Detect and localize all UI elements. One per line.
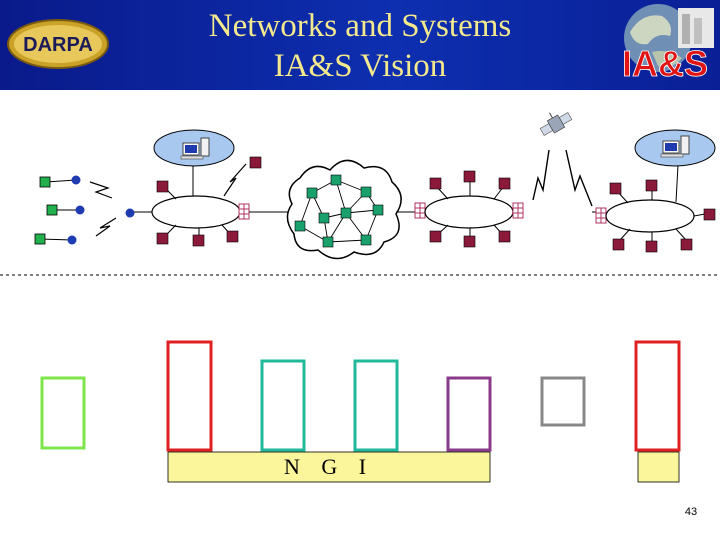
workstation-icon — [180, 137, 210, 160]
capability-boxes — [40, 340, 681, 452]
box-red-right — [634, 340, 681, 452]
darpa-logo: DARPA — [7, 19, 109, 69]
title-line-2: IA&S Vision — [273, 48, 447, 84]
box-purple — [446, 376, 492, 452]
router-node — [463, 170, 476, 183]
network-diagram — [0, 112, 720, 483]
wireless-dot — [67, 235, 77, 245]
mesh-network — [286, 159, 402, 260]
mesh-node — [372, 204, 384, 216]
router-node — [463, 235, 476, 248]
router-node — [156, 180, 169, 193]
title-line-1: Networks and Systems — [208, 8, 512, 44]
lan-left — [151, 129, 290, 247]
router-node — [156, 232, 169, 245]
mesh-node — [294, 220, 306, 232]
satellite-icon — [539, 112, 573, 136]
router-node — [226, 230, 239, 243]
page-number: 43 — [684, 506, 698, 518]
workstation-icon — [660, 135, 690, 158]
mesh-node — [360, 186, 372, 198]
box-red-left — [166, 340, 213, 452]
wireless-dot — [75, 205, 85, 215]
box-teal-2 — [353, 359, 399, 452]
box-gray — [540, 376, 586, 427]
router-node — [645, 240, 658, 253]
router-node — [498, 177, 511, 190]
header-bar: DARPA Networks and Systems IA&S Vision I… — [0, 0, 720, 90]
mesh-node — [318, 212, 330, 224]
page-title: Networks and Systems IA&S Vision — [160, 6, 560, 86]
router-node — [498, 230, 511, 243]
lightning-link-icon — [89, 181, 113, 199]
ngi-bar — [167, 451, 491, 483]
router-node — [192, 234, 205, 247]
mesh-node — [360, 234, 372, 246]
mesh-node — [306, 187, 318, 199]
ias-logo: IA&S — [622, 4, 714, 84]
wireless-node — [46, 204, 58, 216]
wireless-dot — [125, 208, 135, 218]
mesh-node — [322, 236, 334, 248]
darpa-logo-text: DARPA — [23, 34, 93, 56]
wireless-dot — [71, 175, 81, 185]
router-node — [429, 230, 442, 243]
mesh-node — [340, 207, 352, 219]
router-node — [680, 238, 693, 251]
box-teal-1 — [260, 359, 306, 452]
ngi-bar-right — [637, 451, 680, 483]
ngi-label: N G I — [283, 454, 375, 479]
lightning-link-icon — [565, 149, 593, 207]
satellite-links — [532, 112, 593, 207]
lightning-link-icon — [223, 163, 247, 197]
firewall-icon — [414, 202, 426, 219]
box-green — [40, 376, 86, 450]
mesh-node — [330, 174, 342, 186]
ias-logo-text: IA&S — [622, 43, 708, 84]
router-node — [609, 182, 622, 195]
lan-middle — [396, 170, 524, 248]
router-node — [429, 177, 442, 190]
firewall-icon — [238, 203, 250, 220]
lightning-link-icon — [532, 149, 550, 201]
wireless-node — [34, 233, 46, 245]
lan-right — [592, 129, 716, 253]
router-node — [612, 238, 625, 251]
firewall-icon — [595, 207, 607, 224]
router-node — [703, 208, 716, 221]
wireless-devices — [34, 175, 152, 245]
firewall-icon — [512, 202, 524, 219]
wireless-node — [39, 176, 51, 188]
lightning-link-icon — [95, 217, 117, 237]
router-node — [249, 156, 262, 169]
router-node — [645, 179, 658, 192]
